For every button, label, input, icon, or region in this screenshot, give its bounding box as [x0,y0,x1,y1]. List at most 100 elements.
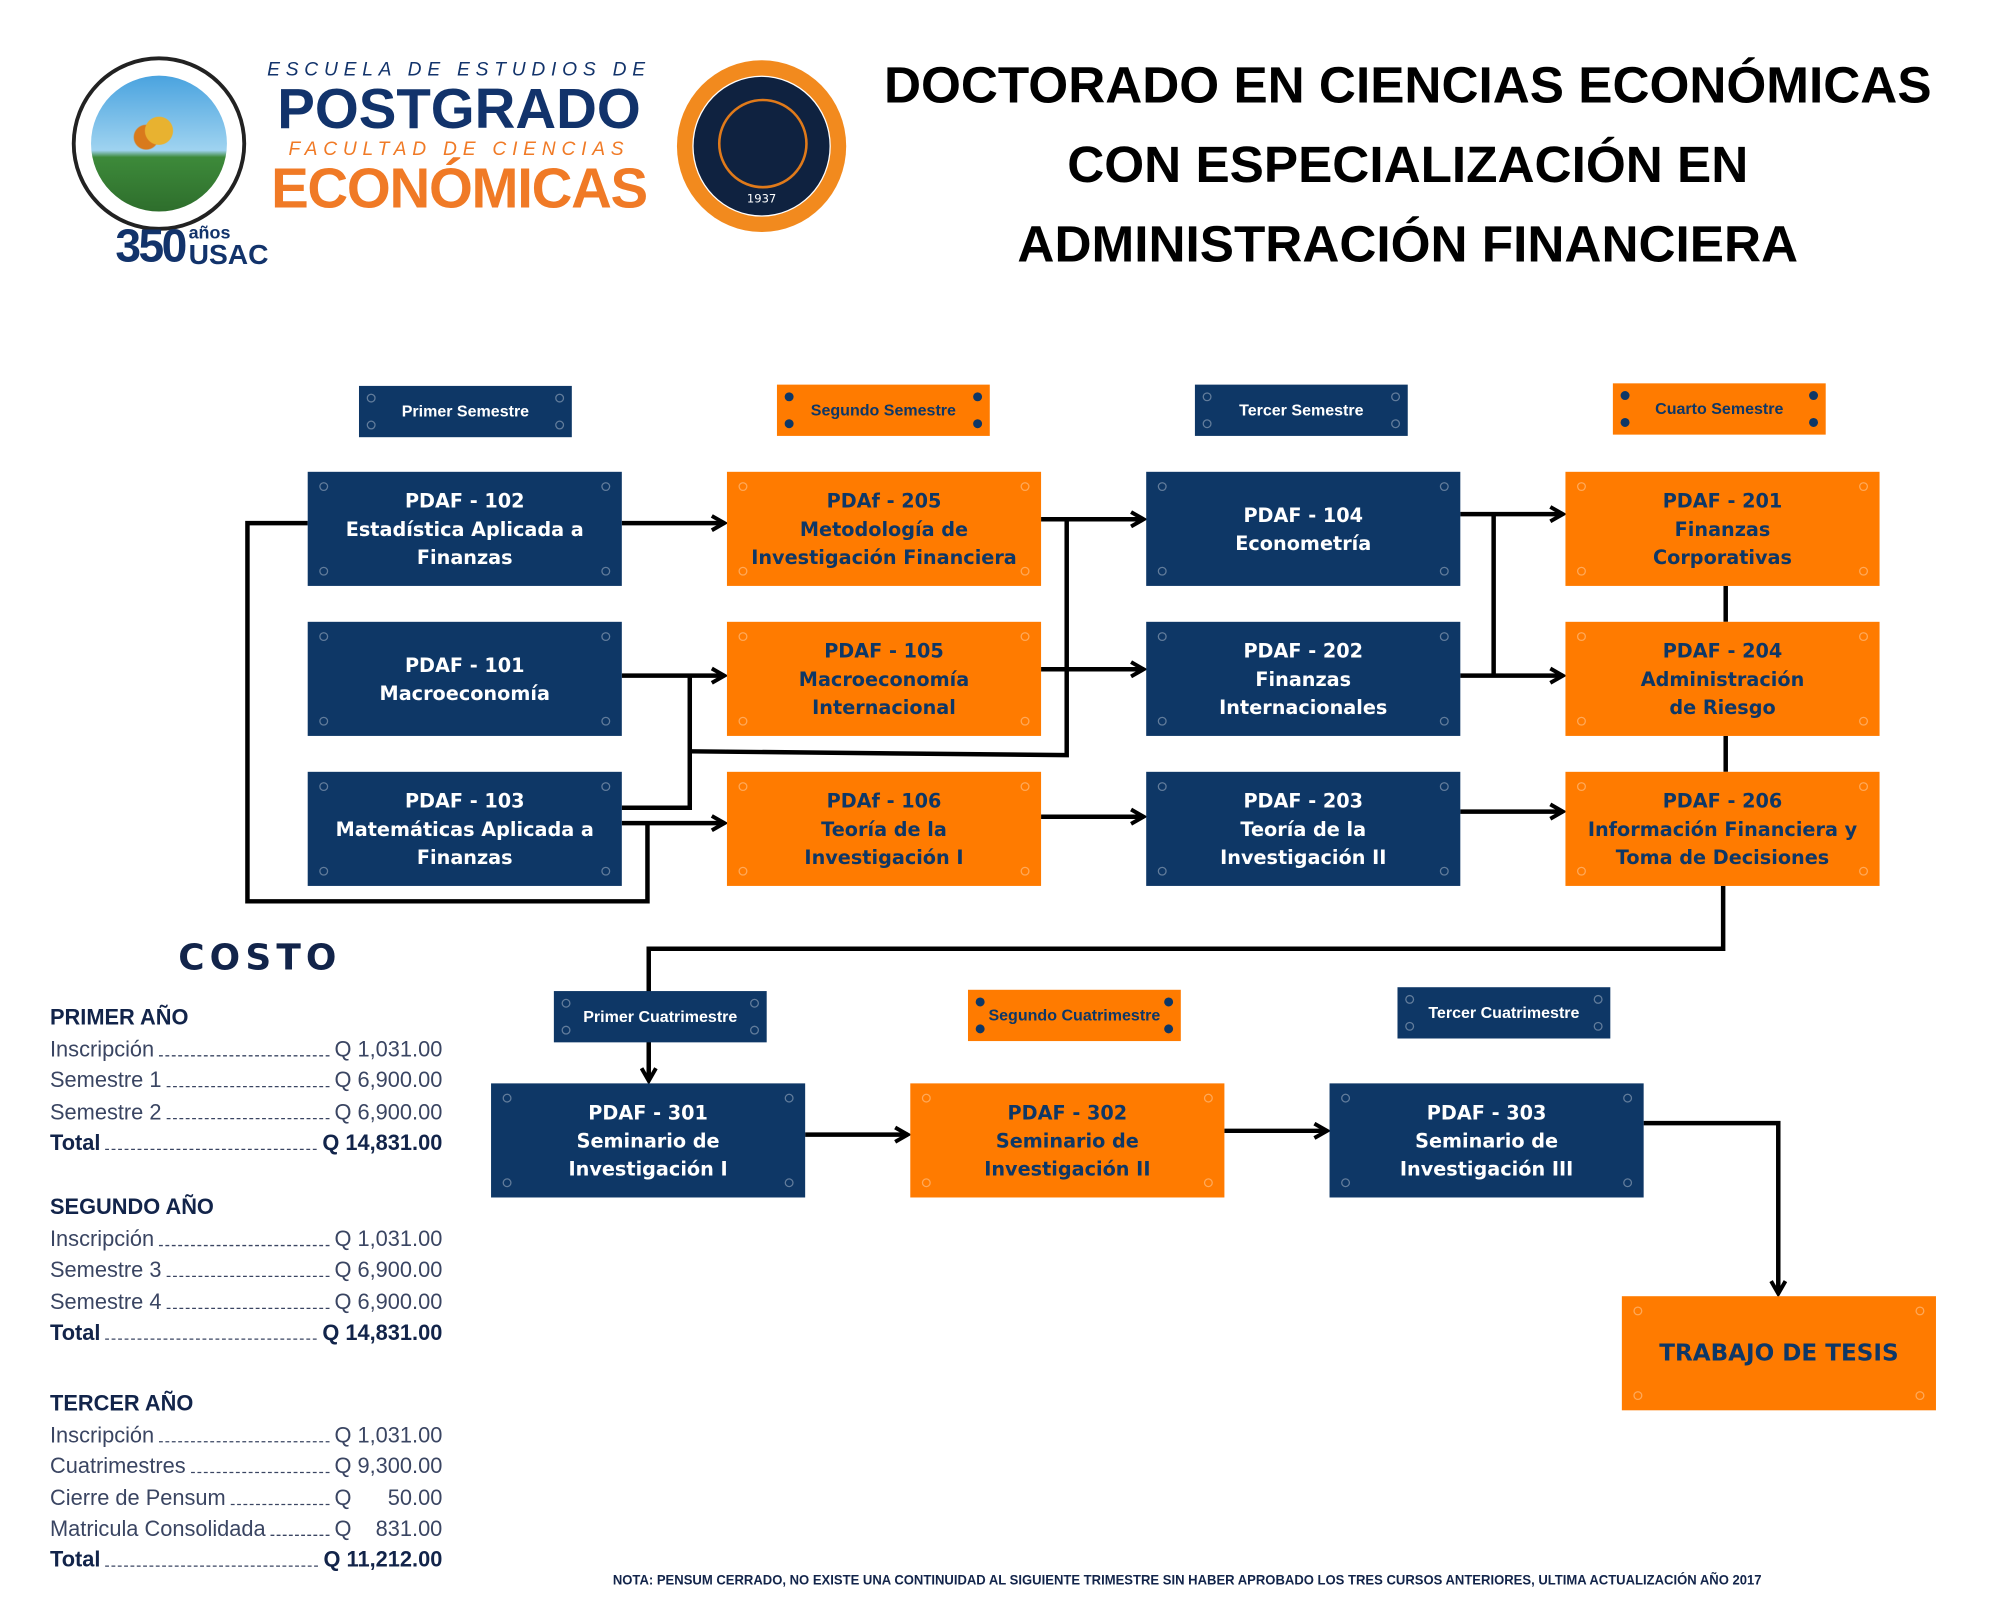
cost-text: Q 1,031.00 [334,1423,443,1448]
cost-text: Q 14,831.00 [322,1320,443,1345]
corner-dot-icon [1341,1178,1351,1188]
corner-dot-icon [1809,417,1819,427]
cost-text: Q 6,900.00 [334,1258,443,1283]
header-tercer-semestre: Tercer Semestre [1194,384,1408,436]
corner-dot-icon [1020,716,1030,726]
dash-leader [105,1133,318,1150]
corner-dot-icon [784,1178,794,1188]
corner-dot-icon [601,566,611,576]
dash-leader [105,1550,319,1567]
corner-dot-icon [1576,566,1586,576]
corner-dot-icon [601,716,611,726]
trabajo-de-tesis: TRABAJO DE TESIS [1621,1296,1936,1411]
cost-text: Total [50,1130,101,1156]
dash-leader [166,1102,330,1119]
corner-dot-icon [1020,566,1030,576]
cost-text: Q 11,212.00 [323,1547,443,1573]
arrow-206-301 [649,885,1726,1081]
corner-dot-icon [1859,716,1869,726]
corner-dot-icon [1405,1021,1415,1031]
corner-dot-icon [601,866,611,876]
corner-dot-icon [750,1025,760,1035]
usac-350-logo: 350 años USAC [115,219,269,272]
corner-dot-icon [502,1178,512,1188]
corner-dot-icon [1157,866,1167,876]
corner-dot-icon [1620,417,1630,427]
corner-dot-icon [1593,1021,1603,1031]
corner-dot-icon [319,866,329,876]
cost-row: Semestre 2 Q 6,900.00 [50,1100,442,1131]
corner-dot-icon [1439,566,1449,576]
header-primer-cuatrimestre: Primer Cuatrimestre [553,991,767,1043]
dash-leader [105,1323,318,1340]
corner-dot-icon [555,420,565,430]
corner-dot-icon [1859,566,1869,576]
cost-text: Q 50.00 [334,1485,443,1510]
dash-leader [159,1426,330,1443]
corner-dot-icon [366,420,376,430]
corner-dot-icon [1576,866,1586,876]
corner-dot-icon [1623,1178,1633,1188]
corner-dot-icon [784,419,794,429]
costo-title: COSTO [178,935,342,979]
cost-text: Inscripción [50,1423,155,1448]
cost-text: Q 14,831.00 [322,1130,443,1156]
cost-text: Semestre 4 [50,1289,162,1314]
connector-to-104 [689,519,1069,758]
loop-102-106 [245,520,650,904]
fce-seal-logo: 1937 [676,60,847,233]
corner-dot-icon [1859,866,1869,876]
cost-text: Q 6,900.00 [334,1099,443,1124]
page-title: DOCTORADO EN CIENCIAS ECONÓMICAS CON ESP… [883,57,1932,274]
cost-text: Q 831.00 [334,1516,443,1541]
corner-dot-icon [1915,1391,1925,1401]
header-segundo-semestre: Segundo Semestre [776,384,990,436]
corner-dot-icon [561,1025,571,1035]
header-tercer-cuatrimestre: Tercer Cuatrimestre [1397,987,1611,1039]
header-primer-semestre: Primer Semestre [358,385,572,438]
cost-text: Q 1,031.00 [334,1226,443,1252]
cost-text: Semestre 2 [50,1099,162,1124]
corner-dot-icon [1391,419,1401,429]
header-cuarto-semestre: Cuarto Semestre [1612,383,1826,435]
cost-text: Cierre de Pensum [50,1485,226,1510]
cost-text: Q 6,900.00 [334,1068,443,1093]
dash-leader [230,1488,330,1505]
cost-text: Inscripción [50,1037,155,1062]
corner-dot-icon [738,866,748,876]
header-segundo-cuatrimestre: Segundo Cuatrimestre [967,989,1181,1042]
corner-dot-icon [319,566,329,576]
cost-text: Total [50,1547,101,1573]
cost-row: Cierre de Pensum Q 50.00 [50,1485,442,1516]
dash-leader [166,1261,330,1278]
cost-row: Semestre 1 Q 6,900.00 [50,1068,442,1099]
cost-text: Q 6,900.00 [334,1289,443,1314]
usac-seal-logo [71,56,247,231]
cost-text: Semestre 1 [50,1068,162,1093]
postgrado-logo: ESCUELA DE ESTUDIOS DE POSTGRADO FACULTA… [267,58,651,221]
cost-text: Inscripción [50,1226,155,1252]
dash-leader [166,1292,330,1309]
dash-leader [159,1040,330,1057]
corner-dot-icon [1439,866,1449,876]
corner-dot-icon [921,1178,931,1188]
corner-dot-icon [738,566,748,576]
cost-row: Inscripción Q 1,031.00 [50,1227,442,1258]
